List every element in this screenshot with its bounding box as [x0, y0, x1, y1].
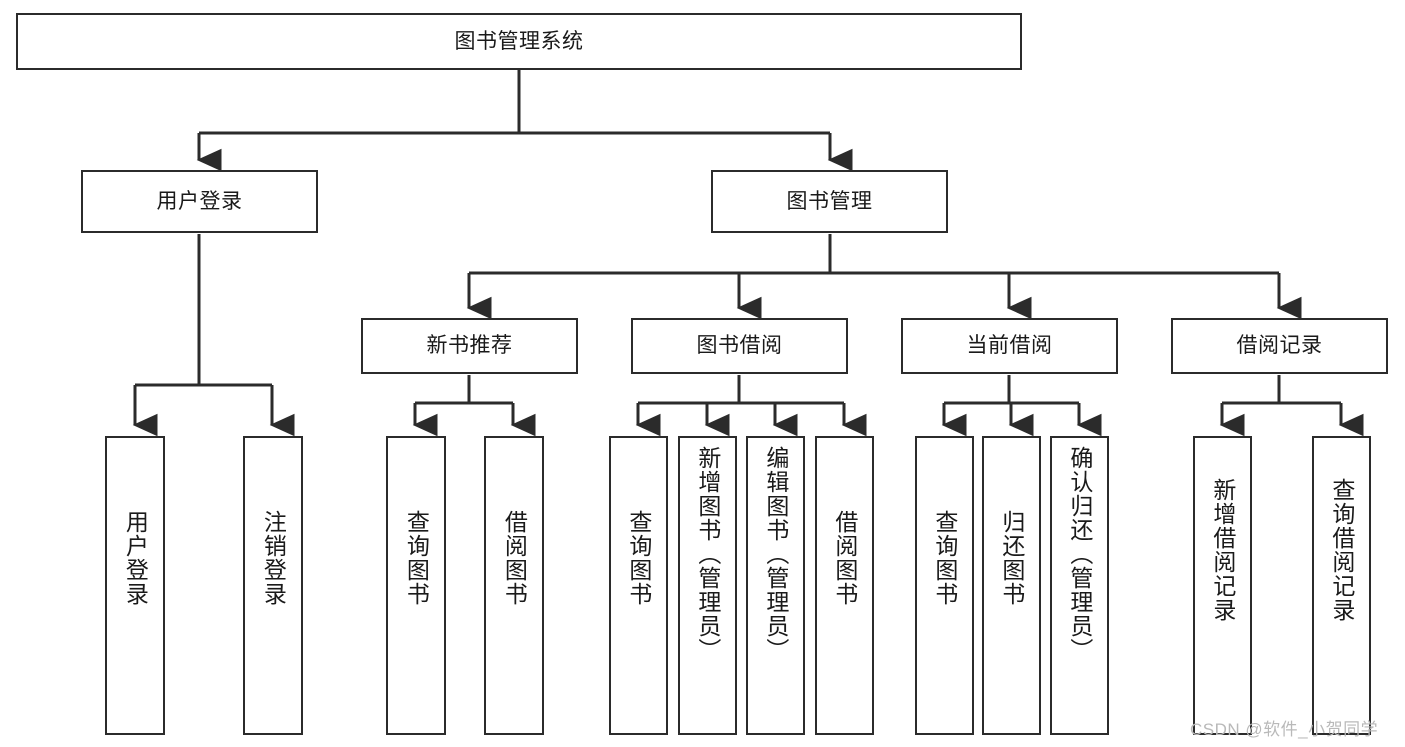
node-current-borrow[interactable]: 当前借阅 — [901, 318, 1118, 374]
leaf-borrow-record-add[interactable]: 新增借阅记录 — [1193, 436, 1252, 735]
leaf-new-book-query[interactable]: 查询图书 — [386, 436, 446, 735]
leaf-book-borrow-query[interactable]: 查询图书 — [609, 436, 668, 735]
node-root-label: 图书管理系统 — [454, 29, 584, 53]
leaf-current-borrow-query-label: 查询图书 — [931, 510, 958, 606]
node-user-login-label: 用户登录 — [156, 189, 243, 213]
leaf-new-book-borrow-label: 借阅图书 — [501, 510, 528, 606]
node-book-borrow-label: 图书借阅 — [696, 334, 783, 358]
node-current-borrow-label: 当前借阅 — [966, 334, 1053, 358]
node-book-management-label: 图书管理 — [786, 189, 873, 213]
leaf-book-borrow-add[interactable]: 新增图书（管理员） — [678, 436, 737, 735]
node-book-management[interactable]: 图书管理 — [711, 170, 948, 233]
leaf-user-login-login-label: 用户登录 — [122, 510, 149, 606]
node-borrow-record-label: 借阅记录 — [1236, 334, 1323, 358]
leaf-book-borrow-query-label: 查询图书 — [625, 510, 652, 606]
leaf-book-borrow-edit-label: 编辑图书（管理员） — [762, 446, 789, 662]
node-new-book-recommend[interactable]: 新书推荐 — [361, 318, 578, 374]
leaf-user-login-login[interactable]: 用户登录 — [105, 436, 165, 735]
leaf-current-borrow-return[interactable]: 归还图书 — [982, 436, 1041, 735]
leaf-borrow-record-query-label: 查询借阅记录 — [1328, 478, 1355, 622]
leaf-new-book-query-label: 查询图书 — [403, 510, 430, 606]
leaf-borrow-record-query[interactable]: 查询借阅记录 — [1312, 436, 1371, 735]
node-new-book-recommend-label: 新书推荐 — [426, 334, 513, 358]
node-book-borrow[interactable]: 图书借阅 — [631, 318, 848, 374]
leaf-current-borrow-query[interactable]: 查询图书 — [915, 436, 974, 735]
leaf-book-borrow-edit[interactable]: 编辑图书（管理员） — [746, 436, 805, 735]
leaf-book-borrow-borrow-label: 借阅图书 — [831, 510, 858, 606]
node-user-login[interactable]: 用户登录 — [81, 170, 318, 233]
leaf-user-login-logout[interactable]: 注销登录 — [243, 436, 303, 735]
leaf-new-book-borrow[interactable]: 借阅图书 — [484, 436, 544, 735]
node-borrow-record[interactable]: 借阅记录 — [1171, 318, 1388, 374]
leaf-borrow-record-add-label: 新增借阅记录 — [1209, 478, 1236, 622]
leaf-current-borrow-confirm-label: 确认归还（管理员） — [1066, 446, 1093, 662]
node-root[interactable]: 图书管理系统 — [16, 13, 1022, 70]
leaf-user-login-logout-label: 注销登录 — [260, 510, 287, 606]
leaf-current-borrow-return-label: 归还图书 — [998, 510, 1025, 606]
leaf-book-borrow-add-label: 新增图书（管理员） — [694, 446, 721, 662]
leaf-book-borrow-borrow[interactable]: 借阅图书 — [815, 436, 874, 735]
leaf-current-borrow-confirm[interactable]: 确认归还（管理员） — [1050, 436, 1109, 735]
